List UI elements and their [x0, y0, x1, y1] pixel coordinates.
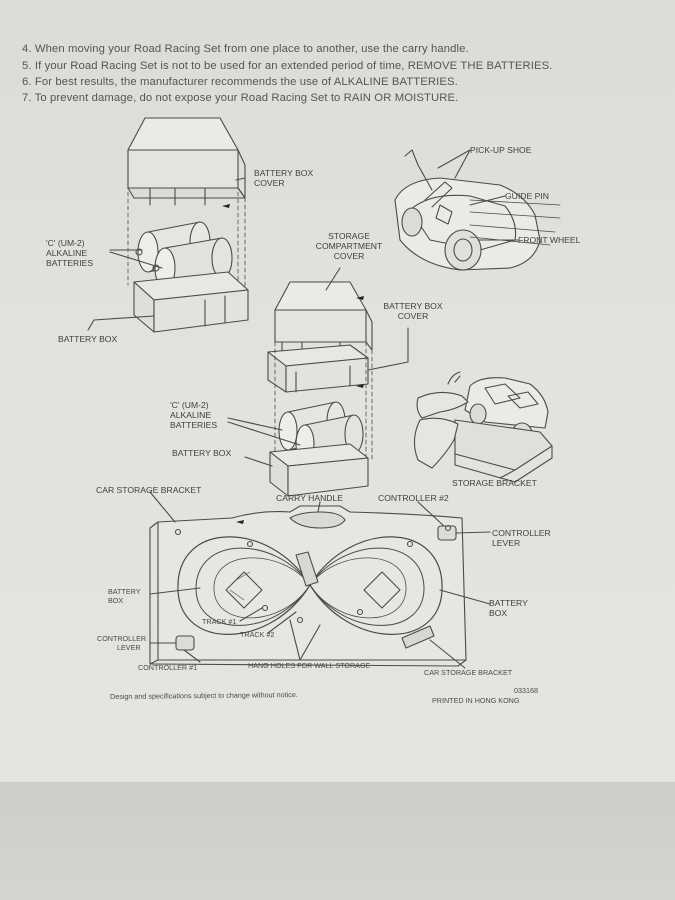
battery-box-right-line2: BOX	[489, 608, 508, 618]
battery-box-1-label: BATTERY BOX	[58, 334, 118, 344]
track-board	[149, 505, 467, 667]
instruction-6: 6. For best results, the manufacturer re…	[22, 76, 458, 88]
battery-box-right-line1: BATTERY	[489, 598, 528, 608]
carry-handle-label: CARRY HANDLE	[276, 493, 344, 503]
track-1-label: TRACK #1	[202, 617, 237, 626]
hand-illustration	[413, 371, 469, 469]
batteries-2-label-line3: BATTERIES	[170, 420, 218, 430]
battery-box-cover-1-label-line2: COVER	[254, 178, 285, 188]
storage-bracket-label: STORAGE BRACKET	[452, 478, 537, 488]
front-wheel-label: FRONT WHEEL	[518, 235, 581, 245]
battery-box-2-label: BATTERY BOX	[172, 448, 232, 458]
controller-lever-right-line1: CONTROLLER	[492, 528, 551, 538]
battery-box-cover-1-label-line1: BATTERY BOX	[254, 168, 314, 178]
batteries-1-label-line2: ALKALINE	[46, 248, 88, 258]
controller-1-label: CONTROLLER #1	[138, 663, 198, 672]
storage-cover-label-line3: COVER	[333, 251, 365, 261]
arrow-marks	[222, 204, 364, 524]
car-underside-illustration	[394, 149, 561, 271]
car-on-storage-bracket	[454, 377, 553, 483]
car-storage-bracket-top-label: CAR STORAGE BRACKET	[96, 485, 202, 495]
printed-in-label: PRINTED IN HONG KONG	[432, 696, 520, 705]
track-2-label: TRACK #2	[240, 630, 275, 639]
print-code: 033168	[514, 686, 538, 695]
batteries-2-label-line2: ALKALINE	[170, 410, 212, 420]
controller-lever-left-line2: LEVER	[117, 643, 141, 652]
instruction-4: 4. When moving your Road Racing Set from…	[22, 43, 469, 55]
battery-box-1	[133, 271, 249, 333]
storage-cover-label-line2: COMPARTMENT	[315, 241, 383, 251]
batteries-1-label-line1: 'C' (UM-2)	[46, 238, 85, 248]
storage-compartment-cover	[274, 281, 373, 357]
guide-pin-label: GUIDE PIN	[505, 191, 549, 201]
battery-box-cover-1	[127, 117, 246, 206]
instruction-7: 7. To prevent damage, do not expose your…	[22, 92, 459, 104]
battery-box-left-line2: BOX	[108, 596, 124, 605]
battery-box-2	[269, 443, 369, 497]
controller-lever-right-line2: LEVER	[492, 538, 521, 548]
battery-box-cover-2	[267, 344, 369, 393]
batteries-2-label-line1: 'C' (UM-2)	[170, 400, 209, 410]
controller-2-label: CONTROLLER #2	[378, 493, 449, 503]
controller-lever-left-line1: CONTROLLER	[97, 634, 147, 643]
batteries-1-label-line3: BATTERIES	[46, 258, 94, 268]
battery-box-cover-2-label-line1: BATTERY BOX	[383, 301, 443, 311]
storage-cover-label-line1: STORAGE	[328, 231, 370, 241]
instruction-5: 5. If your Road Racing Set is not to be …	[22, 60, 553, 72]
table-surface	[0, 782, 675, 900]
battery-box-left-line1: BATTERY	[108, 587, 141, 596]
car-storage-bracket-bottom-label: CAR STORAGE BRACKET	[424, 668, 513, 677]
hang-holes-label: HANG HOLES FOR WALL STORAGE	[248, 661, 371, 670]
battery-box-cover-2-label-line2: COVER	[397, 311, 429, 321]
pickup-shoe-label: PICK-UP SHOE	[470, 145, 532, 155]
